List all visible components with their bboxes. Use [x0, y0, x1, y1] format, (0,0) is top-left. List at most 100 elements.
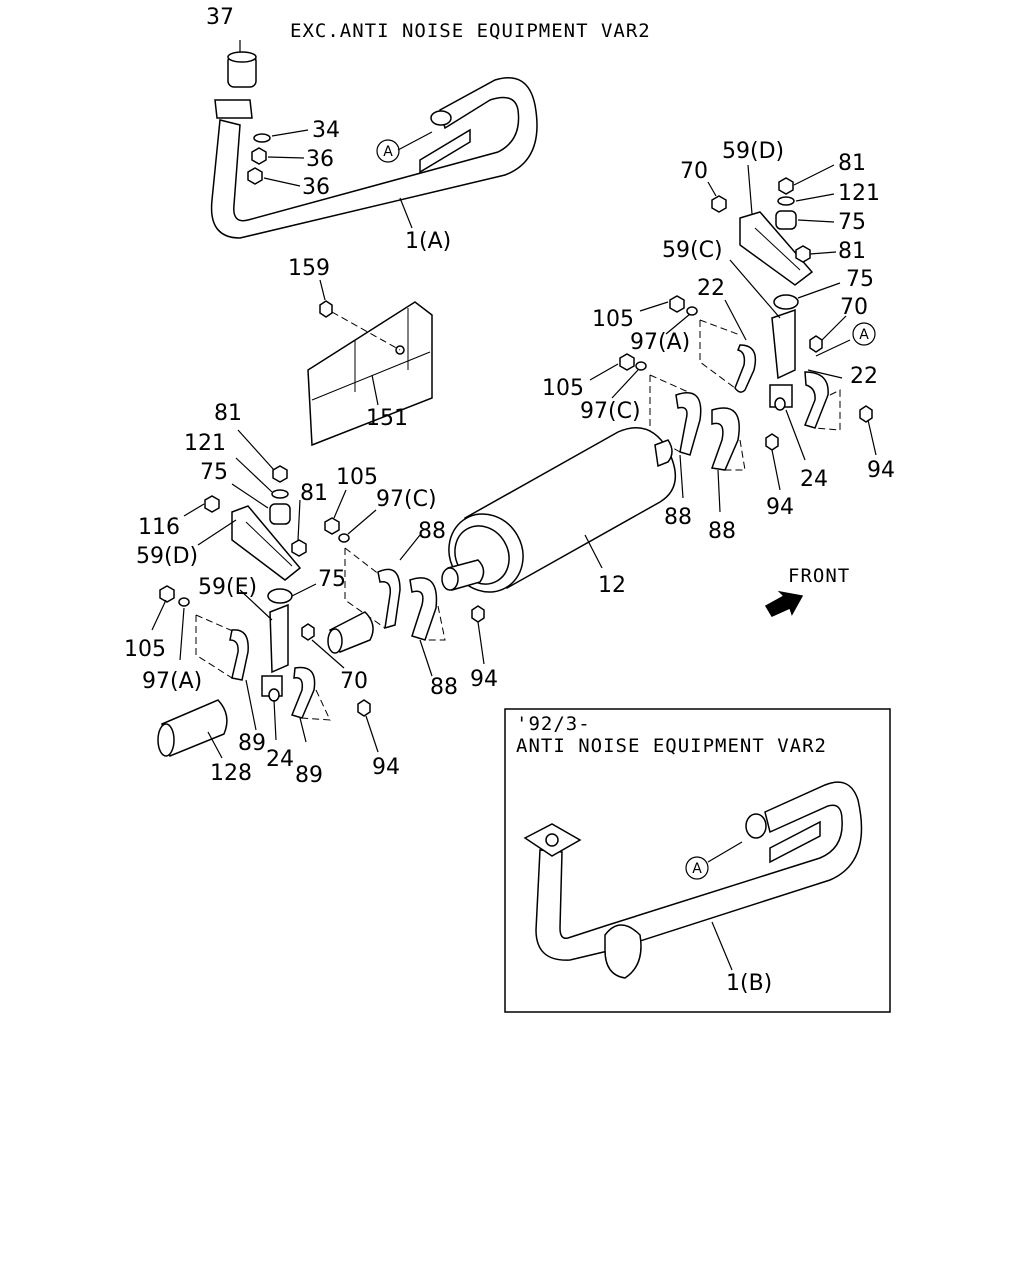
washer-121-right — [777, 196, 795, 206]
svg-text:A: A — [692, 861, 702, 877]
callout-88-right-b: 88 — [708, 519, 736, 544]
callout-97a-left: 97(A) — [142, 669, 202, 694]
nut-81-right-lower — [795, 245, 811, 263]
mount-75-left-lower — [267, 588, 293, 604]
ref-mark-a-inset: A — [685, 856, 709, 880]
callout-94-right-a: 94 — [766, 495, 794, 520]
bracket-59d-left — [231, 505, 302, 581]
tail-pipe-128 — [157, 699, 228, 758]
callout-70-right-2: 70 — [840, 295, 868, 320]
bolt-94-right-b — [859, 405, 873, 423]
washer-97c-right — [635, 361, 647, 371]
callout-70-left: 70 — [340, 669, 368, 694]
nut-36a — [251, 147, 267, 165]
mount-75-right — [775, 210, 797, 230]
top-variant-title: EXC.ANTI NOISE EQUIPMENT VAR2 — [290, 20, 651, 42]
callout-97a-right: 97(A) — [630, 330, 690, 355]
nut-105-right-a — [669, 295, 685, 313]
washer-121-left — [271, 489, 289, 499]
inset-box: '92/3- ANTI NOISE EQUIPMENT VAR2 A 1(B) — [504, 708, 891, 1013]
callout-94-left-a: 94 — [470, 667, 498, 692]
clamp-22-upper — [734, 344, 757, 393]
muffler-12 — [441, 427, 677, 593]
nut-105-left-a — [324, 517, 340, 535]
callout-34: 34 — [312, 118, 340, 143]
clamp-89-a — [229, 629, 249, 681]
nut-81-left-lower — [291, 539, 307, 557]
callout-128: 128 — [210, 761, 252, 786]
front-label: FRONT — [788, 565, 850, 587]
bolt-116 — [204, 495, 220, 513]
callout-36b: 36 — [302, 175, 330, 200]
exhaust-pipe-1a — [210, 77, 538, 239]
callout-89b: 89 — [295, 763, 323, 788]
bolt-94-left-a — [471, 605, 485, 623]
bolt-94-left-b — [357, 699, 371, 717]
bolt-159 — [319, 300, 333, 318]
bolt-70-right — [711, 195, 727, 213]
callout-59c: 59(C) — [662, 238, 723, 263]
washer-97c-left — [338, 533, 350, 543]
clamp-88-right-b — [710, 407, 740, 471]
bracket-59c — [771, 308, 796, 380]
nut-105-right-b — [619, 353, 635, 371]
inset-date: '92/3- — [516, 713, 591, 735]
callout-121-left: 121 — [184, 431, 226, 456]
nut-36b — [247, 167, 263, 185]
callout-75-left: 75 — [200, 460, 228, 485]
callout-24-right: 24 — [800, 467, 828, 492]
callout-75-left-2: 75 — [318, 567, 346, 592]
callout-81-right-2: 81 — [838, 239, 866, 264]
callout-59d-left: 59(D) — [136, 544, 198, 569]
exhaust-pipe-1b — [523, 781, 863, 979]
callout-105-right-b: 105 — [542, 376, 584, 401]
callout-89a: 89 — [238, 731, 266, 756]
bracket-59d-right — [739, 211, 814, 286]
clamp-88-right-a — [675, 392, 702, 456]
callout-24-left: 24 — [266, 747, 294, 772]
bolt-94-right-a — [765, 433, 779, 451]
callout-88-right-a: 88 — [664, 505, 692, 530]
callout-116: 116 — [138, 515, 180, 540]
callout-151: 151 — [366, 406, 408, 431]
callout-1b: 1(B) — [726, 971, 772, 996]
callout-97c-left: 97(C) — [376, 487, 437, 512]
callout-105-right-a: 105 — [592, 307, 634, 332]
callout-37: 37 — [206, 5, 234, 30]
callout-105-left-a: 105 — [336, 465, 378, 490]
bolt-70-right-2 — [809, 335, 823, 353]
nut-24-right — [774, 397, 786, 411]
callout-1a: 1(A) — [405, 229, 451, 254]
svg-text:A: A — [859, 327, 869, 343]
callout-81-left-2: 81 — [300, 481, 328, 506]
callout-81-right: 81 — [838, 151, 866, 176]
nut-24-left — [268, 688, 280, 702]
callout-88-left-b: 88 — [430, 675, 458, 700]
nut-81-right — [778, 177, 794, 195]
pipe-stub — [327, 611, 374, 654]
callout-121-right: 121 — [838, 181, 880, 206]
bolt-70-left — [301, 623, 315, 641]
callout-75-right: 75 — [838, 210, 866, 235]
callout-59e: 59(E) — [198, 575, 257, 600]
callout-94-left-b: 94 — [372, 755, 400, 780]
callout-36a: 36 — [306, 147, 334, 172]
callout-105-left-b: 105 — [124, 637, 166, 662]
ref-mark-a-right: A — [852, 322, 876, 346]
callout-70-right: 70 — [680, 159, 708, 184]
nut-81-left — [272, 465, 288, 483]
washer-34 — [253, 133, 271, 143]
callout-159: 159 — [288, 256, 330, 281]
clamp-89-b — [290, 666, 316, 719]
callout-59d-right: 59(D) — [722, 139, 784, 164]
washer-97a-right — [686, 306, 698, 316]
washer-97a-left — [178, 597, 190, 607]
clamp-88-left-b — [409, 577, 438, 641]
bracket-59e — [269, 603, 289, 674]
gasket-37 — [227, 51, 257, 88]
callout-22-lower: 22 — [850, 364, 878, 389]
mount-75-left — [269, 503, 291, 525]
mount-75-right-lower — [773, 294, 799, 310]
svg-text:A: A — [383, 144, 393, 160]
